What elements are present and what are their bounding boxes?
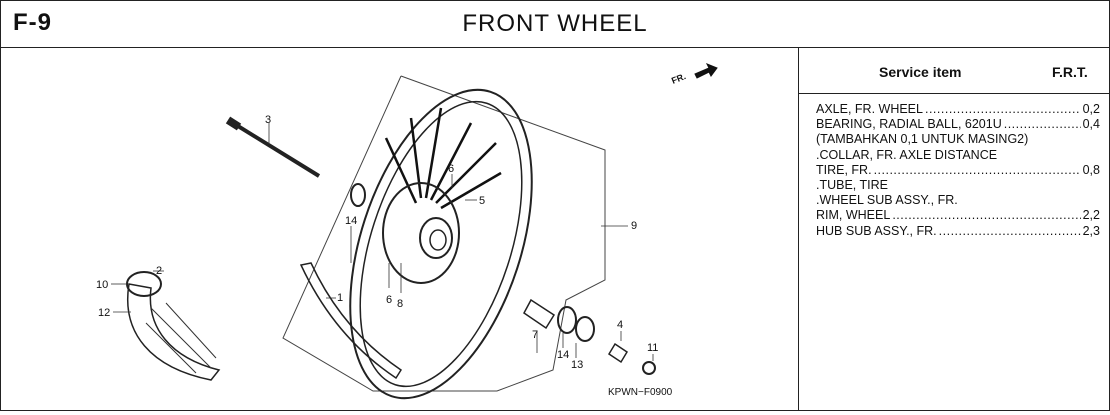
page-header: F-9 FRONT WHEEL xyxy=(1,1,1109,48)
callout-14-left: 14 xyxy=(345,215,357,227)
exploded-diagram: FR. 3 14 6 5 9 6 8 1 2 10 12 7 14 13 4 1… xyxy=(1,48,799,410)
callout-12: 11 xyxy=(647,342,658,354)
collar xyxy=(523,298,556,330)
callout-3: 3 xyxy=(265,114,271,126)
service-row: .COLLAR, FR. AXLE DISTANCE xyxy=(816,148,1100,163)
tire xyxy=(127,283,221,381)
service-row: AXLE, FR. WHEEL 0,2 xyxy=(816,102,1100,117)
direction-label: FR. xyxy=(670,71,687,86)
service-item-label: .WHEEL SUB ASSY., FR. xyxy=(816,193,958,208)
column-service-item: Service item xyxy=(879,64,962,80)
service-item-label: .TUBE, TIRE xyxy=(816,178,889,193)
service-item-label: AXLE, FR. WHEEL xyxy=(816,102,923,116)
service-item-label: BEARING, RADIAL BALL, 6201U xyxy=(816,117,1002,132)
service-row: (TAMBAHKAN 0,1 UNTUK MASING2) xyxy=(816,132,1100,147)
callout-7: 7 xyxy=(532,329,538,341)
callout-9: 9 xyxy=(631,220,637,232)
bearing-left xyxy=(350,183,366,207)
wheel-drawing: FR. 3 14 6 5 9 6 8 1 2 10 12 7 14 13 4 1… xyxy=(96,63,718,400)
rim xyxy=(349,88,533,400)
dot-leader xyxy=(1004,117,1081,132)
fr-arrow-icon xyxy=(694,63,718,79)
page-code: F-9 xyxy=(13,9,52,36)
bearing-right xyxy=(557,306,577,334)
axle-nut xyxy=(642,361,656,375)
frt-value: 2,2 xyxy=(1082,208,1100,223)
service-row: HUB SUB ASSY., FR. 2,3 xyxy=(816,224,1100,239)
dot-leader xyxy=(892,208,1080,223)
service-item-label: TIRE, FR. xyxy=(816,162,872,177)
frt-value: 0,2 xyxy=(1082,102,1100,116)
service-row: RIM, WHEEL 2,2 xyxy=(816,208,1100,223)
callout-2: 2 xyxy=(156,265,162,277)
callout-6-bottom: 6 xyxy=(386,294,392,306)
service-table-header: Service item F.R.T. xyxy=(799,48,1109,94)
service-item-label: HUB SUB ASSY., FR. xyxy=(816,223,937,238)
callout-11: 10 xyxy=(96,279,108,291)
service-row: TIRE, FR. 0,8 xyxy=(816,163,1100,178)
page-title: FRONT WHEEL xyxy=(462,10,648,37)
callout-4: 4 xyxy=(617,319,623,331)
frt-value: 0,8 xyxy=(1082,162,1100,177)
column-frt: F.R.T. xyxy=(1052,64,1088,80)
axle xyxy=(231,121,321,178)
service-row: .WHEEL SUB ASSY., FR. xyxy=(816,193,1100,208)
side-collar xyxy=(607,342,629,364)
dot-leader xyxy=(939,224,1081,239)
service-item-label: .COLLAR, FR. AXLE DISTANCE xyxy=(816,147,998,162)
dust-seal xyxy=(575,316,595,342)
service-panel: Service item F.R.T. AXLE, FR. WHEEL0,2BE… xyxy=(799,48,1109,410)
rim-strip xyxy=(299,262,403,380)
frt-value: 0,4 xyxy=(1082,117,1100,132)
service-row: BEARING, RADIAL BALL, 6201U 0,4 xyxy=(816,117,1100,132)
service-item-label: RIM, WHEEL xyxy=(816,208,891,223)
callout-13: 13 xyxy=(571,359,583,371)
callout-14-right: 14 xyxy=(557,349,569,361)
callout-6-top: 6 xyxy=(448,163,454,175)
service-item-label: (TAMBAHKAN 0,1 UNTUK MASING2) xyxy=(816,132,1029,147)
callout-10: 12 xyxy=(98,307,110,319)
dot-leader xyxy=(925,102,1081,117)
service-row: .TUBE, TIRE xyxy=(816,178,1100,193)
hub xyxy=(382,182,460,284)
drawing-code: KPWN−F0900 xyxy=(608,387,673,398)
callout-1: 1 xyxy=(337,292,343,304)
callout-8: 8 xyxy=(397,298,403,310)
frt-value: 2,3 xyxy=(1082,223,1100,238)
dot-leader xyxy=(874,163,1081,178)
callout-5: 5 xyxy=(479,195,485,207)
assembly-outline xyxy=(282,75,606,392)
